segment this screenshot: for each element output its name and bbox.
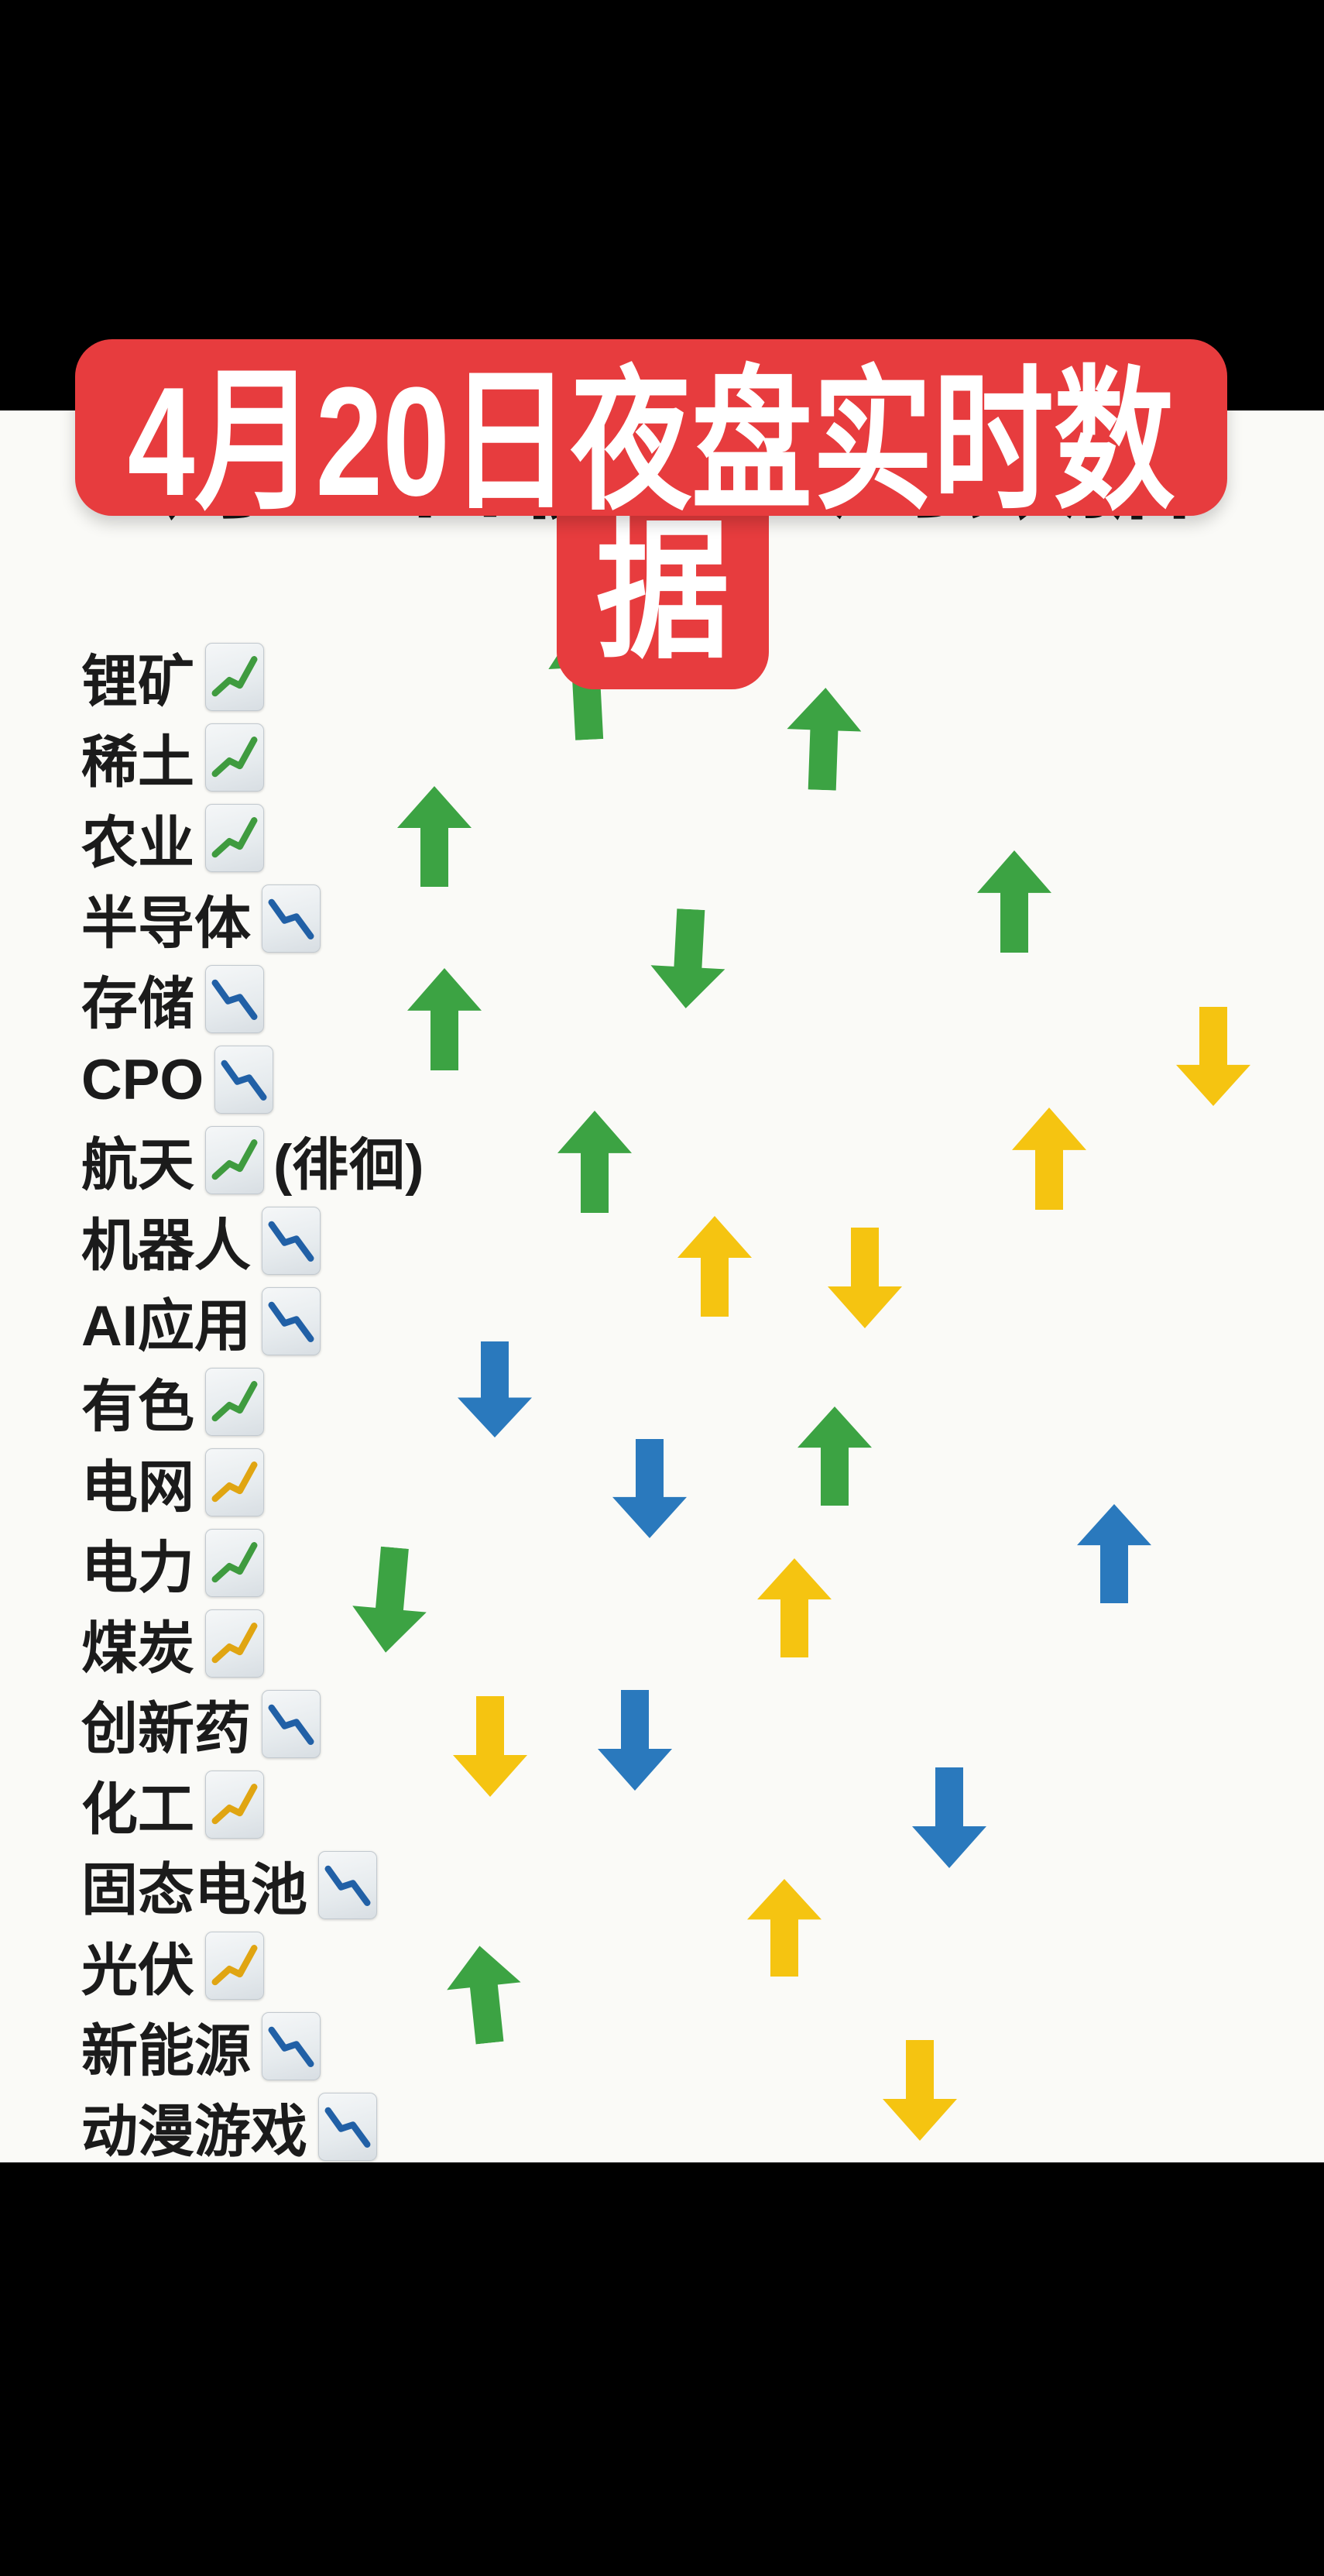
chart-increasing-icon xyxy=(205,804,264,872)
chart-increasing-icon xyxy=(205,643,264,711)
sector-label: 半导体 xyxy=(81,892,251,955)
chart-decreasing-icon xyxy=(262,2012,321,2080)
chart-increasing-icon xyxy=(205,723,264,792)
chart-decreasing-icon xyxy=(214,1046,274,1114)
trend-arrow-up-yellow xyxy=(757,1558,832,1657)
trend-arrow-up-green xyxy=(443,1942,527,2046)
sector-label: 有色 xyxy=(81,1376,194,1438)
trend-arrow-down-yellow xyxy=(828,1228,902,1328)
sector-label: 电网 xyxy=(81,1456,194,1519)
sector-row: 机器人 xyxy=(81,1200,321,1281)
chart-decreasing-icon xyxy=(262,1287,321,1355)
title-sticker: 4月20日夜盘实时数 xyxy=(75,339,1227,528)
sector-label: 电力 xyxy=(81,1537,194,1599)
sector-label: 机器人 xyxy=(81,1214,251,1277)
sector-label: AI应用 xyxy=(81,1295,251,1358)
sector-row: 创新药 xyxy=(81,1684,321,1764)
trend-arrow-down-yellow xyxy=(1176,1007,1250,1106)
title-sticker-line2: 据 xyxy=(595,507,730,676)
trend-arrow-down-yellow xyxy=(453,1696,527,1797)
trend-arrow-down-blue xyxy=(912,1767,986,1868)
sector-label: 煤炭 xyxy=(81,1617,194,1680)
sector-note: (徘徊) xyxy=(273,1134,424,1197)
trend-arrow-down-green xyxy=(649,908,729,1011)
sector-label: 农业 xyxy=(81,812,194,874)
sector-row: 有色 xyxy=(81,1362,264,1442)
sector-row: 电力 xyxy=(81,1523,264,1603)
trend-arrow-down-green xyxy=(348,1544,431,1656)
sector-row: 稀土 xyxy=(81,717,264,798)
sector-label: CPO xyxy=(81,1048,204,1111)
chart-decreasing-icon xyxy=(318,1851,377,1919)
title-sticker-line1: 4月20日夜盘实时数 xyxy=(127,355,1175,528)
chart-increasing-icon xyxy=(205,1771,264,1839)
sector-label: 航天 xyxy=(81,1134,194,1197)
trend-arrow-up-yellow xyxy=(677,1216,752,1317)
chart-increasing-icon xyxy=(205,1932,264,2000)
chart-increasing-icon xyxy=(205,1448,264,1516)
trend-arrow-down-blue xyxy=(612,1439,687,1538)
chart-increasing-icon xyxy=(205,1368,264,1436)
sector-row: 锂矿 xyxy=(81,637,264,717)
trend-arrow-up-green xyxy=(407,968,482,1070)
chart-decreasing-icon xyxy=(205,965,264,1033)
sector-label: 锂矿 xyxy=(81,651,194,713)
trend-arrow-up-yellow xyxy=(1012,1108,1086,1210)
sector-row: 光伏 xyxy=(81,1925,264,2006)
sector-row: 半导体 xyxy=(81,878,321,959)
sector-row: 存储 xyxy=(81,959,264,1039)
sector-row: 煤炭 xyxy=(81,1603,264,1684)
sector-row: 新能源 xyxy=(81,2006,321,2087)
chart-decreasing-icon xyxy=(318,2093,377,2161)
sector-row: 化工 xyxy=(81,1764,264,1845)
trend-arrow-down-blue xyxy=(598,1690,672,1791)
sector-row: CPO xyxy=(81,1039,274,1120)
chart-decreasing-icon xyxy=(262,1207,321,1275)
chart-decreasing-icon xyxy=(262,1690,321,1758)
trend-arrow-up-green xyxy=(977,850,1051,953)
chart-decreasing-icon xyxy=(262,884,321,953)
sector-label: 新能源 xyxy=(81,2020,251,2083)
sector-label: 动漫游戏 xyxy=(81,2100,307,2163)
sector-label: 创新药 xyxy=(81,1698,251,1760)
sector-label: 稀土 xyxy=(81,731,194,794)
sector-label: 固态电池 xyxy=(81,1859,307,1922)
trend-arrow-down-yellow xyxy=(883,2040,957,2141)
trend-arrow-up-green xyxy=(797,1406,872,1506)
sector-row: 农业 xyxy=(81,798,264,878)
chart-increasing-icon xyxy=(205,1609,264,1678)
trend-arrow-up-green xyxy=(785,686,863,791)
trend-arrow-up-yellow xyxy=(747,1879,821,1977)
sector-row: 航天 (徘徊) xyxy=(81,1120,424,1200)
trend-arrow-up-green xyxy=(397,786,472,887)
sector-row: 电网 xyxy=(81,1442,264,1523)
sector-row: AI应用 xyxy=(81,1281,321,1362)
sector-row: 固态电池 xyxy=(81,1845,377,1925)
sector-label: 光伏 xyxy=(81,1939,194,2002)
chart-increasing-icon xyxy=(205,1529,264,1597)
chart-increasing-icon xyxy=(205,1126,264,1194)
sector-label: 化工 xyxy=(81,1778,194,1841)
trend-arrow-up-blue xyxy=(1077,1504,1151,1603)
trend-arrow-up-green xyxy=(557,1111,632,1213)
sector-label: 存储 xyxy=(81,973,194,1036)
trend-arrow-down-blue xyxy=(458,1341,532,1437)
sector-row: 动漫游戏 xyxy=(81,2087,377,2167)
